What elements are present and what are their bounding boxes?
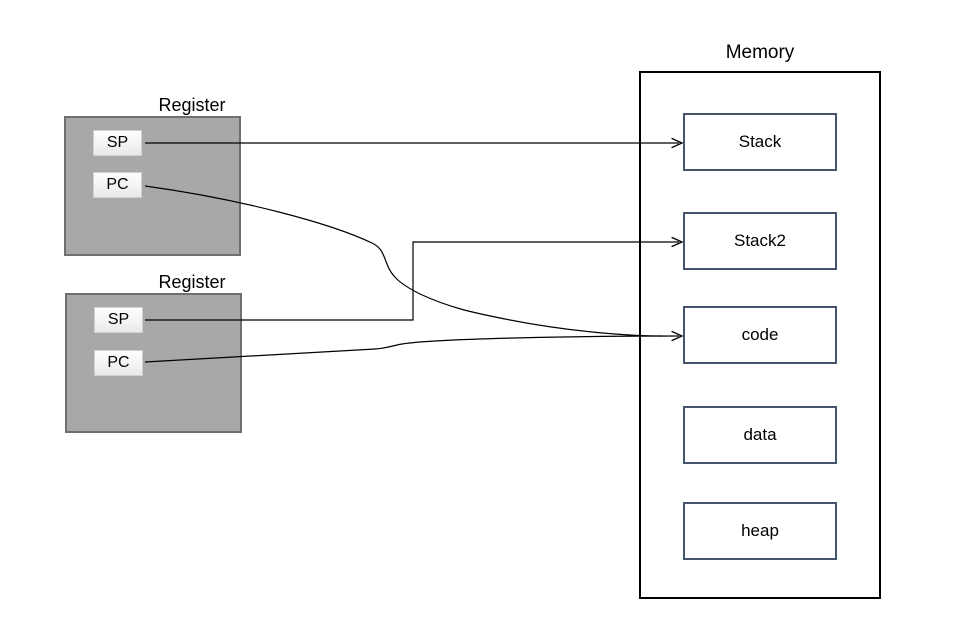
register-1-field-sp: SP xyxy=(93,130,142,156)
memory-segment-stack: Stack xyxy=(683,113,837,171)
register-2-title: Register xyxy=(158,272,226,292)
register-2-field-sp: SP xyxy=(94,307,143,333)
memory-title: Memory xyxy=(725,42,795,63)
register-1-box xyxy=(64,116,241,256)
register-1-title: Register xyxy=(158,95,226,115)
memory-segment-code: code xyxy=(683,306,837,364)
memory-segment-data: data xyxy=(683,406,837,464)
register-2-field-pc: PC xyxy=(94,350,143,376)
register-2-box xyxy=(65,293,242,433)
register-1-field-pc: PC xyxy=(93,172,142,198)
memory-segment-stack2: Stack2 xyxy=(683,212,837,270)
memory-segment-heap: heap xyxy=(683,502,837,560)
